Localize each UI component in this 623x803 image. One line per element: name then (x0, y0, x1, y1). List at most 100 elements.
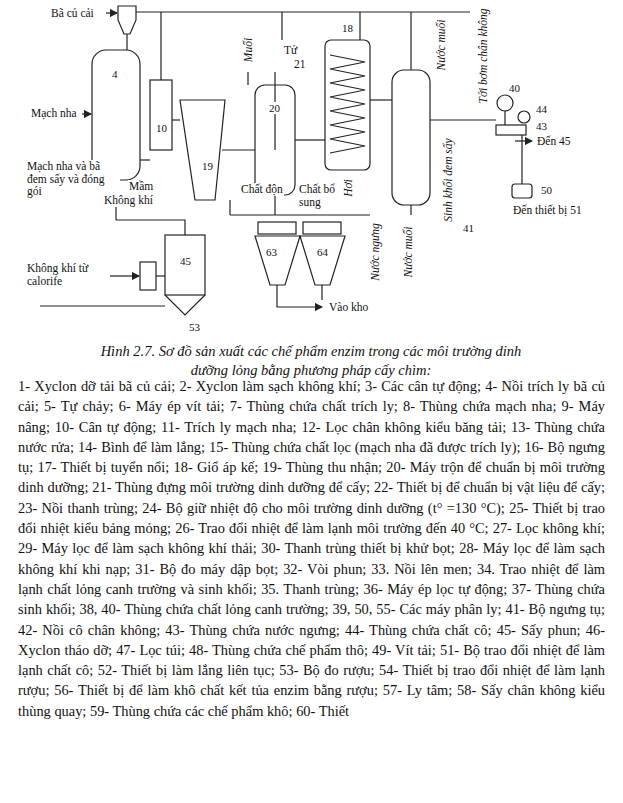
key-item: 60- Thiết (296, 703, 349, 719)
key-item: 23- Nồi thanh trùng; (18, 500, 138, 516)
vertical-label: Hơi (342, 178, 355, 198)
pipe-line (274, 195, 275, 215)
key-item: 5- Tự chảy; (44, 398, 114, 414)
pipe-line (521, 135, 522, 184)
pipe-line (106, 12, 117, 13)
key-item: 29- Máy lọc để làm sạch không khí thải; (18, 540, 257, 556)
pipe-line (277, 285, 322, 307)
key-item: 44- Thùng chứa chất cô; (345, 622, 492, 638)
key-item: 19- Thùng thu nhận; (262, 459, 382, 475)
key-item: 45- Sấy phun; (497, 622, 581, 638)
vessel-outline (518, 111, 530, 123)
vessel-outline (92, 6, 532, 315)
callout-number: 50 (540, 184, 553, 196)
key-item: 22- Thiết bị để chuẩn bị vật liệu để cấy… (374, 479, 605, 495)
pipe-line (140, 159, 150, 160)
vessel-outline (255, 236, 300, 285)
key-item: 43- Thùng chứa nước ngưng; (165, 622, 340, 638)
callout-number: 45 (179, 255, 192, 267)
vessel-outline (150, 80, 172, 150)
diagram-label: Mầm (128, 180, 154, 193)
vessel-outline (497, 95, 513, 111)
vessel-outline (496, 125, 526, 135)
pipe-line (359, 12, 360, 40)
pipe-line (321, 285, 322, 300)
vessel-outline (165, 295, 205, 315)
pipe-line (172, 119, 180, 120)
key-item: 48- Thùng chứa chế phẩm thô; (189, 642, 368, 658)
vessel-outline (512, 184, 532, 198)
key-item: 49- Vít tải; (372, 642, 436, 658)
diagram-label: Bã củ cải (50, 7, 95, 20)
diagram-label: Không khí (103, 194, 154, 207)
pipe-line (247, 72, 248, 85)
diagram-label: Vào kho (328, 301, 369, 314)
callout-number: 44 (535, 103, 548, 115)
key-item: 38, 40- Thùng chứa chất lỏng canh trường… (79, 601, 328, 617)
vessel-outline (300, 236, 345, 285)
pipe-line (281, 12, 282, 40)
callout-number: 10 (155, 122, 168, 134)
key-item: 53- Bộ đo rượu; (279, 662, 374, 678)
callout-number: 43 (535, 120, 548, 132)
key-item: 3- Các cân tự động; (365, 378, 481, 394)
diagram-label: Chất độn (240, 183, 284, 196)
pipe-line (40, 305, 165, 306)
callout-number: 20 (268, 102, 281, 114)
diagram-label: Mạch nha (30, 107, 78, 120)
vertical-label: Nước ngưng (369, 222, 382, 281)
pipe-line (230, 214, 370, 215)
diagram-label: Tử (283, 44, 298, 57)
vertical-label: Tới bơm chân không (477, 7, 490, 104)
pipe-line (160, 12, 161, 80)
key-item: 17- Thiết bị tuyển nổi; (37, 459, 169, 475)
vessel-outline (325, 40, 370, 170)
figure-caption: Hình 2.7. Sơ đồ sản xuất các chế phẩm en… (91, 342, 531, 380)
pipe-line (410, 12, 411, 70)
callout-number: 40 (508, 82, 521, 94)
key-item: 2- Xyclon làm sạch không khí; (179, 378, 360, 394)
key-item: 30- Thanh trùng thiết bị khử bọt; (261, 540, 455, 556)
diagram-label: Mạch nha và bã đem sấy và đóng gói (26, 160, 120, 198)
vessel-outline (392, 70, 430, 205)
pipe-line (370, 99, 392, 100)
callout-number: 64 (316, 246, 329, 258)
diagram-label: Đến thiết bị 51 (512, 204, 583, 217)
pipe-line (82, 113, 91, 114)
key-item: 11- Trích ly mạch nha; (161, 419, 297, 435)
vessel-outline (118, 6, 136, 34)
key-item: 33. Nồi lên men; (371, 561, 472, 577)
key-item: 6- Máy ép vít tải; (119, 398, 225, 414)
key-item: 27- Lọc không khí; (493, 520, 605, 536)
vessel-outline (180, 100, 225, 200)
key-item: 32- Vòi phun; (283, 561, 366, 577)
callout-number: 41 (462, 222, 475, 234)
vessel-outline (165, 235, 205, 295)
legend-paragraph: 1- Xyclon dỡ tải bã củ cải; 2- Xyclon là… (18, 376, 605, 721)
pipe-line (229, 200, 230, 215)
pipe-line (295, 139, 325, 140)
diagram-label: Chất bổ sung (298, 183, 342, 208)
key-item: 18- Giổ áp kế; (174, 459, 259, 475)
key-item: 24- Bộ giữ nhiệt độ cho môi trường dinh … (142, 500, 505, 516)
key-item: 36- Máy ép lọc tự động; (364, 581, 508, 597)
vertical-label: Nước muối (435, 18, 448, 71)
key-item: 59- Thùng chứa các chế phẩm khô; (90, 703, 293, 719)
pipe-line (136, 11, 470, 12)
key-item: 12- Lọc chân không kiểu băng tải; (301, 419, 506, 435)
key-item: 7- Thùng chứa chất trích ly; (230, 398, 398, 414)
vessel-outline (303, 222, 341, 234)
vertical-label: Muối (242, 37, 255, 63)
key-item: 39, 50, 55- Các máy phân ly; (332, 601, 501, 617)
key-item: 8- Thùng chứa mạch nha; (403, 398, 556, 414)
key-item: 47- Lọc túi; (116, 642, 185, 658)
pipe-line (222, 149, 255, 150)
vertical-label: Nước muối (402, 225, 415, 278)
callout-number: 19 (201, 160, 214, 172)
key-item: 31- Bộ đo máy dập bọt; (135, 561, 278, 577)
pipe-line (410, 205, 411, 215)
key-item: 1- Xyclon dỡ tải bã củ cải; (18, 378, 175, 394)
pipe-line (126, 34, 127, 50)
key-item: 57- Ly tâm; (383, 682, 453, 698)
pipe-line (116, 220, 185, 235)
